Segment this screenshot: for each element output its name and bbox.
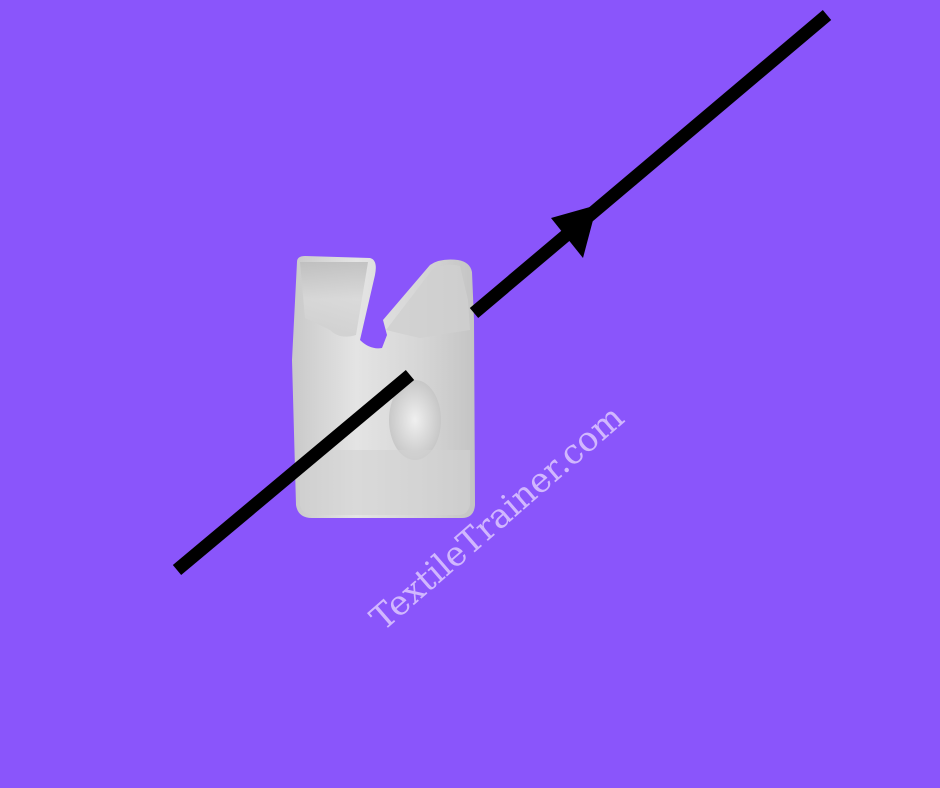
thread-segment-upper <box>469 10 832 318</box>
guide-lower-shade <box>300 450 470 515</box>
guide-slot-highlight <box>389 380 441 460</box>
thread-path <box>172 10 832 575</box>
guide-left-prong-shade <box>300 262 368 337</box>
arrowhead-icon <box>551 205 597 258</box>
thread-guide-icon <box>292 256 475 518</box>
guide-right-prong-shade <box>386 264 470 338</box>
thread-segment-lower <box>172 370 415 575</box>
